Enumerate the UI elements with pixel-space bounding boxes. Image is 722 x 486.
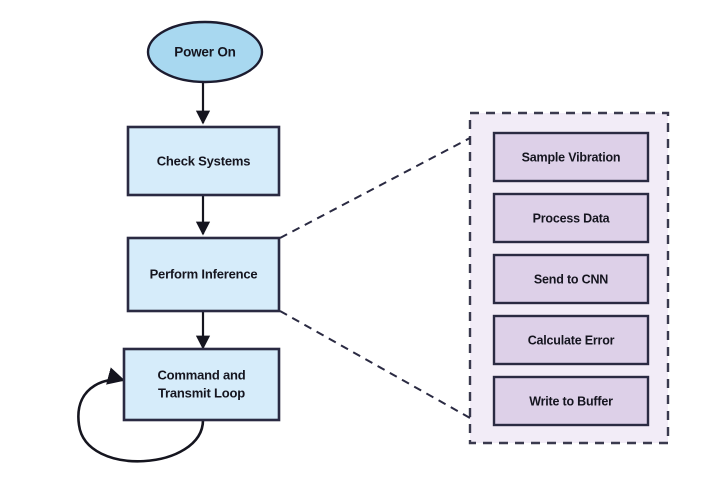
process-box xyxy=(126,125,281,197)
node-command-transmit-loop[interactable]: Command and Transmit Loop xyxy=(122,347,281,422)
expansion-connector-bottom xyxy=(279,310,471,419)
subprocess-box xyxy=(492,375,650,427)
node-perform-inference[interactable]: Perform Inference xyxy=(126,236,281,313)
subprocess-write-to-buffer[interactable]: Write to Buffer xyxy=(492,375,650,427)
subprocess-process-data[interactable]: Process Data xyxy=(492,192,650,244)
subprocess-box xyxy=(492,314,650,366)
node-power-on[interactable]: Power On xyxy=(146,20,264,84)
subprocess-label: Write to Buffer xyxy=(529,394,613,408)
subprocess-label: Sample Vibration xyxy=(522,150,621,164)
perform-inference-label: Perform Inference xyxy=(150,266,258,281)
expansion-connector-top xyxy=(279,137,471,239)
subprocess-calculate-error[interactable]: Calculate Error xyxy=(492,314,650,366)
process-box xyxy=(122,347,281,422)
subprocess-send-to-cnn[interactable]: Send to CNN xyxy=(492,253,650,305)
command-loop-label-line2: Transmit Loop xyxy=(158,385,245,400)
process-box xyxy=(126,236,281,313)
start-ellipse xyxy=(146,20,264,84)
connector-self-loop xyxy=(77,367,205,463)
start-label: Power On xyxy=(174,45,235,60)
command-loop-label-line1: Command and xyxy=(157,367,245,382)
subprocess-sample-vibration[interactable]: Sample Vibration xyxy=(492,131,650,183)
node-check-systems[interactable]: Check Systems xyxy=(126,125,281,197)
subprocess-box xyxy=(492,131,650,183)
subprocess-label: Calculate Error xyxy=(528,333,615,347)
subprocess-box xyxy=(492,253,650,305)
check-systems-label: Check Systems xyxy=(157,153,251,168)
subprocess-label: Send to CNN xyxy=(534,272,608,286)
subprocess-box xyxy=(492,192,650,244)
subprocess-label: Process Data xyxy=(533,211,611,225)
